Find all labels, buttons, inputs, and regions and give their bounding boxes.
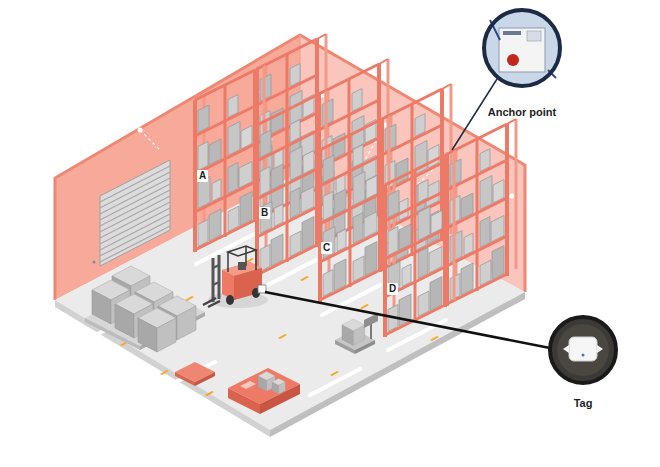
illustration-part: [227, 252, 229, 272]
illustration-part: [310, 369, 360, 395]
illustration-part: [385, 150, 454, 337]
illustration-part: [484, 10, 560, 86]
illustration-part: [213, 265, 219, 268]
illustration-part: [240, 381, 256, 389]
illustration-part: [228, 246, 256, 256]
illustration-part: [484, 10, 560, 86]
illustration-part: [320, 115, 389, 302]
illustration-part: [265, 292, 550, 348]
illustration-part: [160, 370, 169, 375]
illustration-part: [226, 295, 234, 305]
anchor-callout: Anchor point: [470, 8, 574, 119]
illustration-part: [582, 354, 585, 357]
illustration-part: [563, 345, 569, 353]
illustration-part: [195, 372, 215, 386]
shelf-letter: B: [259, 207, 270, 219]
illustration-part: [138, 308, 176, 352]
illustration-part: [234, 268, 262, 300]
shelf-letter: A: [197, 170, 208, 182]
shelf-letter: D: [387, 283, 398, 295]
illustration-part: [360, 304, 369, 309]
illustration-part: [212, 258, 215, 302]
illustration-part: [597, 345, 603, 353]
illustration-part: [228, 388, 260, 414]
illustration-part: [93, 261, 96, 264]
illustration-part: [557, 324, 609, 376]
illustration-part: [507, 54, 519, 66]
illustration-part: [195, 65, 264, 252]
illustration-part: [208, 301, 220, 307]
illustration-part: [257, 90, 326, 277]
illustration-part: [255, 250, 257, 270]
shelf-letter: C: [321, 242, 332, 254]
illustration-part: [569, 337, 597, 361]
illustration-part: [138, 128, 143, 133]
callout-label: Anchor point: [470, 106, 574, 119]
illustration-part: [550, 317, 616, 383]
illustration-part: [550, 317, 616, 383]
illustration-part: [55, 300, 270, 437]
illustration-part: [213, 282, 219, 285]
illustration-part: [272, 379, 285, 394]
illustration-part: [300, 276, 309, 281]
illustration-part: [170, 362, 215, 385]
illustration-part: [238, 262, 246, 270]
callout-label: Tag: [545, 397, 621, 410]
illustration-part: [510, 194, 515, 199]
illustration-part: [258, 285, 266, 293]
illustration-part: [330, 371, 339, 376]
illustration-part: [278, 334, 287, 339]
illustration-part: [185, 296, 194, 301]
tag-callout: Tag: [545, 315, 621, 410]
illustration-part: [218, 255, 221, 299]
illustration-part: [364, 313, 378, 328]
illustration-part: [499, 28, 545, 72]
illustration-part: [205, 391, 214, 396]
illustration-part: [503, 31, 521, 35]
illustration-part: [175, 372, 195, 386]
illustration-part: [140, 130, 160, 150]
illustration-part: [527, 31, 541, 41]
illustration-part: [342, 319, 365, 345]
illustration-part: [447, 119, 516, 306]
illustration-part: [430, 336, 439, 341]
